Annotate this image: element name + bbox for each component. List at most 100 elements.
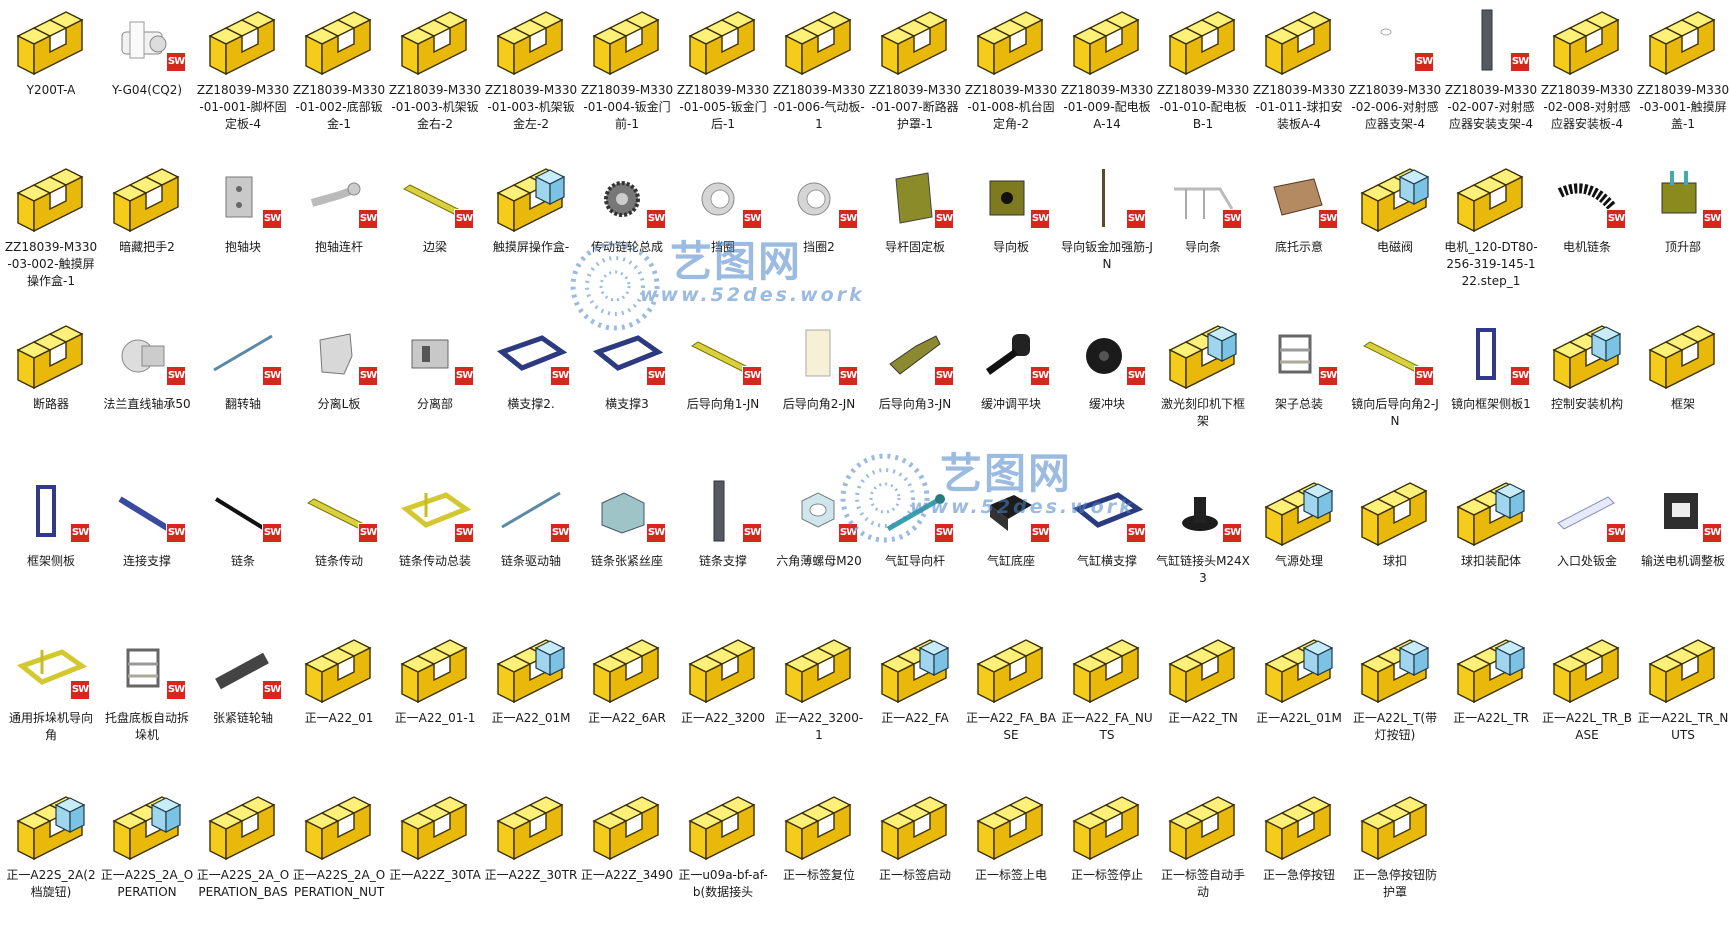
file-item[interactable]: 正一A22S_2A_OPERATION_NUT — [291, 785, 387, 942]
file-item[interactable]: 激光刻印机下框架 — [1155, 314, 1251, 471]
file-item[interactable]: 正一A22_3200-1 — [771, 628, 867, 785]
file-item[interactable]: ZZ18039-M330-01-007-断路器护罩-1 — [867, 0, 963, 157]
file-item[interactable]: ZZ18039-M330-01-006-气动板-1 — [771, 0, 867, 157]
file-item[interactable]: 正一A22Z_30TR — [483, 785, 579, 942]
file-item[interactable]: 断路器 — [3, 314, 99, 471]
file-item[interactable]: 正一标签上电 — [963, 785, 1059, 942]
file-item[interactable]: 正一A22_FA — [867, 628, 963, 785]
file-item[interactable]: 正一A22L_TR_BASE — [1539, 628, 1635, 785]
file-item[interactable]: 正一标签启动 — [867, 785, 963, 942]
file-item[interactable]: ZZ18039-M330-01-004-钣金门前-1 — [579, 0, 675, 157]
file-item[interactable]: ZZ18039-M330-01-003-机架钣金左-2 — [483, 0, 579, 157]
file-item[interactable]: 正一标签自动手动 — [1155, 785, 1251, 942]
file-item[interactable]: 正一标签停止 — [1059, 785, 1155, 942]
file-item[interactable]: 正一A22_TN — [1155, 628, 1251, 785]
file-item[interactable]: ZZ18039-M330-01-003-机架钣金右-2 — [387, 0, 483, 157]
file-item[interactable]: 正一A22Z_3490 — [579, 785, 675, 942]
file-item[interactable]: 电机_120-DT80-256-319-145-122.step_1 — [1443, 157, 1539, 314]
file-item[interactable]: 正一A22_FA_BASE — [963, 628, 1059, 785]
file-item[interactable]: 正一A22_FA_NUTS — [1059, 628, 1155, 785]
file-item[interactable]: 暗藏把手2 — [99, 157, 195, 314]
file-item[interactable]: 正一A22S_2A_OPERATION_BAS — [195, 785, 291, 942]
file-item[interactable]: 正一A22L_TR_NUTS — [1635, 628, 1730, 785]
file-item[interactable]: ZZ18039-M330-01-001-脚杯固定板-4 — [195, 0, 291, 157]
file-item[interactable]: 触摸屏操作盒- — [483, 157, 579, 314]
file-item[interactable]: ZZ18039-M330-01-002-底部钣金-1 — [291, 0, 387, 157]
file-item[interactable]: 气源处理 — [1251, 471, 1347, 628]
file-item[interactable]: 正一A22_01-1 — [387, 628, 483, 785]
file-item[interactable]: 正一A22Z_30TA — [387, 785, 483, 942]
file-item[interactable]: ZZ18039-M330-01-011-球扣安装板A-4 — [1251, 0, 1347, 157]
file-item[interactable]: ZZ18039-M330-01-010-配电板B-1 — [1155, 0, 1251, 157]
file-item[interactable]: 电磁阀 — [1347, 157, 1443, 314]
file-item[interactable]: 球扣 — [1347, 471, 1443, 628]
file-item[interactable]: 正一u09a-bf-af-b(数据接头 — [675, 785, 771, 942]
file-item[interactable]: 正一A22_6AR — [579, 628, 675, 785]
file-item[interactable]: 正一A22S_2A_OPERATION — [99, 785, 195, 942]
file-item[interactable]: ZZ18039-M330-03-001-触摸屏盖-1 — [1635, 0, 1730, 157]
file-item[interactable]: 正一A22_01M — [483, 628, 579, 785]
file-item[interactable]: 正一标签复位 — [771, 785, 867, 942]
file-item[interactable]: ZZ18039-M330-01-008-机台固定角-2 — [963, 0, 1059, 157]
file-item[interactable]: ZZ18039-M330-01-005-钣金门后-1 — [675, 0, 771, 157]
file-item[interactable]: 正一A22L_01M — [1251, 628, 1347, 785]
file-item[interactable]: 正一A22L_TR — [1443, 628, 1539, 785]
file-item[interactable]: 正一A22L_T(带灯按钮) — [1347, 628, 1443, 785]
file-item[interactable]: Y200T-A — [3, 0, 99, 157]
file-item[interactable]: ZZ18039-M330-03-002-触摸屏操作盒-1 — [3, 157, 99, 314]
file-item[interactable]: 正一急停按钮防护罩 — [1347, 785, 1443, 942]
file-item[interactable]: 球扣装配体 — [1443, 471, 1539, 628]
file-item[interactable]: 控制安装机构 — [1539, 314, 1635, 471]
file-item[interactable]: 框架 — [1635, 314, 1730, 471]
file-item[interactable]: 正一A22_3200 — [675, 628, 771, 785]
file-item[interactable]: ZZ18039-M330-02-008-对射感应器安装板-4 — [1539, 0, 1635, 157]
file-item[interactable]: 正一A22S_2A(2档旋钮) — [3, 785, 99, 942]
